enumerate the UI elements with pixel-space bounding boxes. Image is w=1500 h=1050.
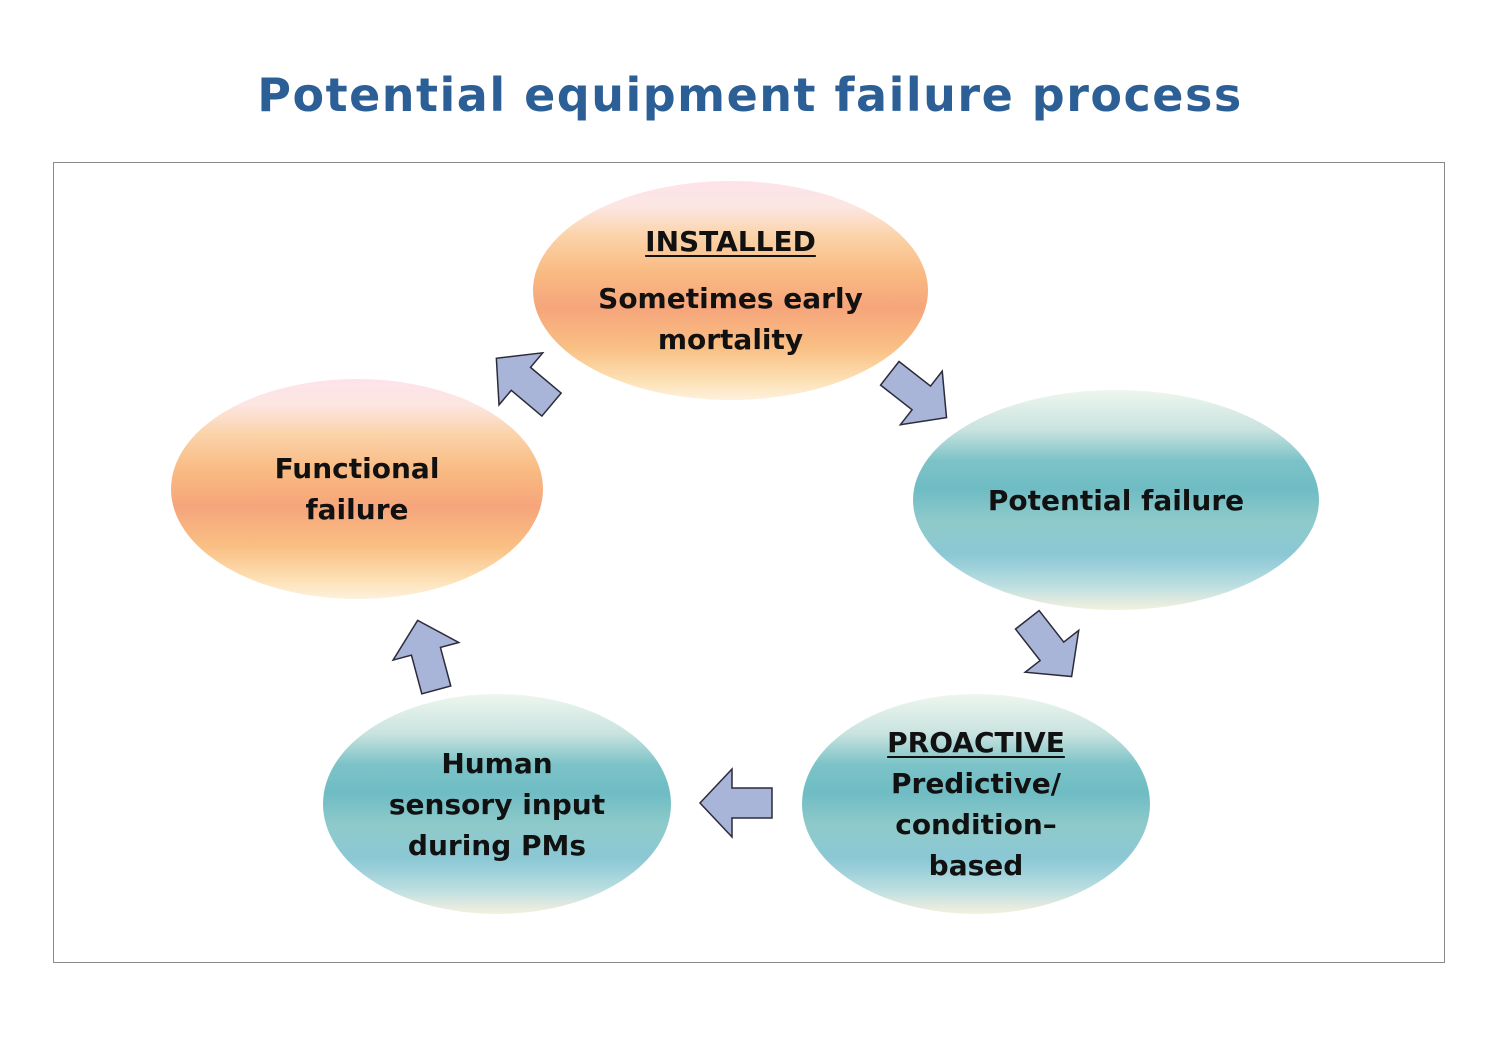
node-installed: INSTALLED Sometimes early mortality	[533, 181, 928, 400]
arrow-human-to-functional	[384, 610, 470, 700]
node-proactive: PROACTIVE Predictive/ condition– based	[802, 694, 1150, 914]
node-proactive-line1: Predictive/	[890, 767, 1061, 800]
node-functional-line2: failure	[305, 493, 409, 526]
node-installed-line1: Sometimes early	[598, 282, 863, 315]
node-installed-heading: INSTALLED	[645, 225, 816, 258]
arrow-proactive-to-human	[699, 768, 773, 838]
arrow-installed-to-potential	[868, 345, 969, 446]
node-human-sensory: Human sensory input during PMs	[323, 694, 671, 914]
node-proactive-line2: condition–	[895, 808, 1057, 841]
diagram-title: Potential equipment failure process	[257, 68, 1243, 122]
node-potential-failure: Potential failure	[913, 390, 1319, 610]
node-potential-line1: Potential failure	[987, 483, 1245, 517]
node-human-line2: sensory input	[388, 787, 606, 821]
node-installed-line2: mortality	[657, 323, 804, 356]
node-human-line3: during PMs	[407, 828, 587, 862]
node-proactive-heading: PROACTIVE	[887, 726, 1065, 759]
arrow-potential-to-proactive	[999, 598, 1100, 699]
node-functional-line1: Functional	[274, 452, 440, 485]
node-human-line1: Human	[441, 746, 553, 780]
node-proactive-line3: based	[928, 849, 1024, 882]
node-functional-failure: Functional failure	[171, 379, 543, 599]
